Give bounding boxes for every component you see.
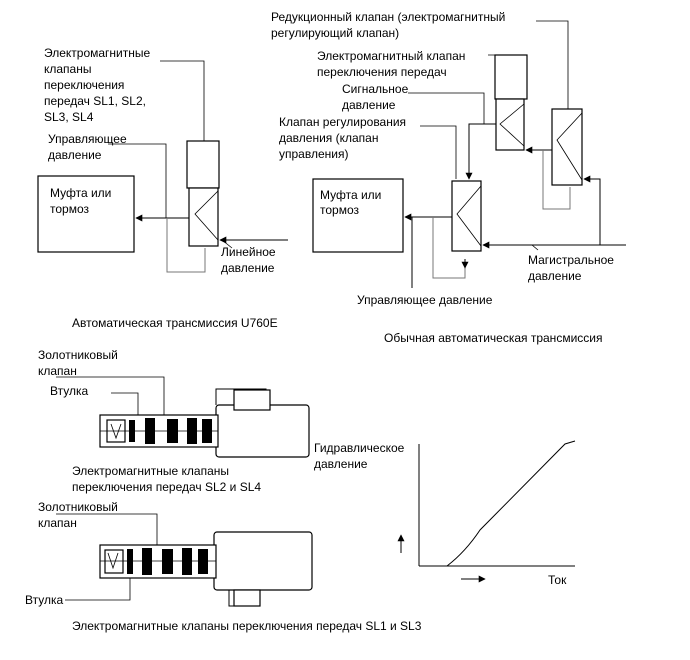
graph-ylabel: Гидравлическое давление xyxy=(314,441,408,471)
pressure-curve xyxy=(446,440,576,567)
line-pressure-label: Линейное давление xyxy=(221,245,279,275)
clutch-box-left xyxy=(37,175,135,253)
clutch-label-left: Муфта или тормоз xyxy=(50,186,115,216)
solenoid-sl1-sl3: Золотниковый клапан Втулка Электромагнит… xyxy=(25,500,422,633)
sleeve-label-sl24: Втулка xyxy=(50,384,88,398)
clutch-label-right: Муфта или тормоз xyxy=(320,188,385,217)
conventional-caption: Обычная автоматическая трансмиссия xyxy=(384,331,602,345)
conventional-diagram: Муфта или тормоз Ре xyxy=(271,10,626,345)
solenoid-coil-left xyxy=(186,140,220,189)
spool-label-sl13: Золотниковый клапан xyxy=(38,500,121,530)
sleeve-label-sl13: Втулка xyxy=(25,593,63,607)
reducing-valve xyxy=(551,108,583,186)
spool-label-sl24: Золотниковый клапан xyxy=(38,348,121,378)
signal-pressure-label: Сигнальное давление xyxy=(342,82,412,112)
shift-solenoid-label: Электромагнитный клапан переключения пер… xyxy=(317,49,469,79)
pressure-current-graph: Гидравлическое давление Ток xyxy=(314,440,576,587)
u760e-caption: Автоматическая трансмиссия U760E xyxy=(72,316,278,330)
u760e-diagram: Муфта или тормоз Электромагнитные клапан… xyxy=(37,46,288,330)
solenoid-sl2-sl4: Золотниковый клапан Втулка Электромагнит… xyxy=(38,348,310,494)
graph-xlabel: Ток xyxy=(548,573,567,587)
sl13-caption: Электромагнитные клапаны переключения пе… xyxy=(72,619,422,633)
shift-solenoid-coil xyxy=(494,54,528,100)
sl24-caption: Электромагнитные клапаны переключения пе… xyxy=(72,464,261,494)
solenoid-valve-left xyxy=(188,187,219,247)
main-pressure-label: Магистральное давление xyxy=(528,253,617,283)
control-valve-label: Клапан регулирования давления (клапан уп… xyxy=(279,115,409,161)
clutch-box-right xyxy=(312,178,404,253)
pilot-label-right: Управляющее давление xyxy=(357,293,493,307)
reducing-valve-label: Редукционный клапан (электромагнитный ре… xyxy=(271,10,509,40)
solenoid-label-left: Электромагнитные клапаны переключения пе… xyxy=(44,46,154,124)
pilot-label-left: Управляющее давление xyxy=(48,132,130,162)
